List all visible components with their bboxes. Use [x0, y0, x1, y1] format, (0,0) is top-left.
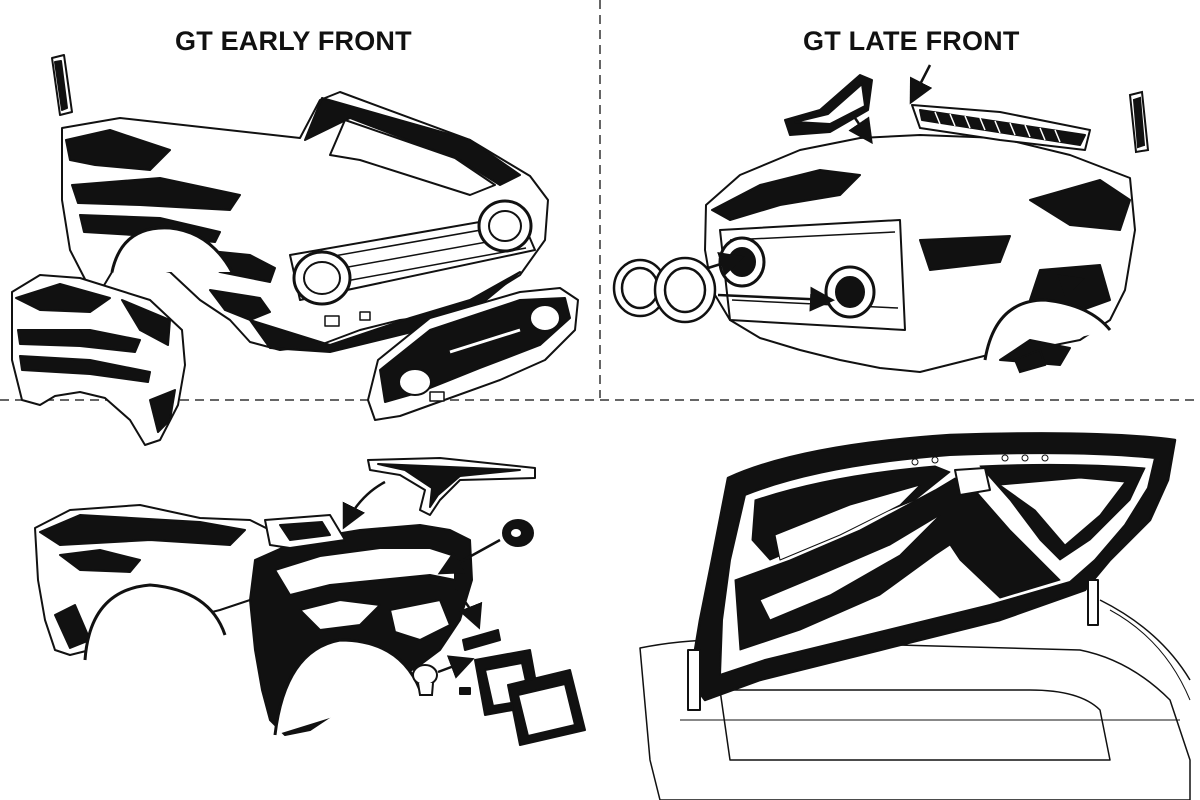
front-wing-assembly	[34, 504, 473, 736]
late-front-pillar-part	[1128, 90, 1150, 154]
early-front-fender-part	[11, 274, 186, 446]
late-front-arrows	[707, 64, 1085, 312]
late-front-lower-bracket	[1013, 348, 1047, 374]
side-lamp-parts	[459, 629, 586, 746]
late-front-headlamp-rings	[612, 256, 717, 324]
early-front-nose-part	[367, 287, 579, 421]
boot-lid-assembly	[639, 432, 1191, 800]
front-wing-brace-part	[367, 457, 536, 516]
late-front-assembly	[704, 104, 1136, 373]
front-wing-grommet-part	[412, 519, 534, 696]
late-front-title: GT LATE FRONT	[803, 26, 1020, 56]
early-front-title: GT EARLY FRONT	[175, 26, 412, 56]
early-front-assembly	[51, 54, 549, 353]
front-wing-arrows	[342, 480, 501, 679]
